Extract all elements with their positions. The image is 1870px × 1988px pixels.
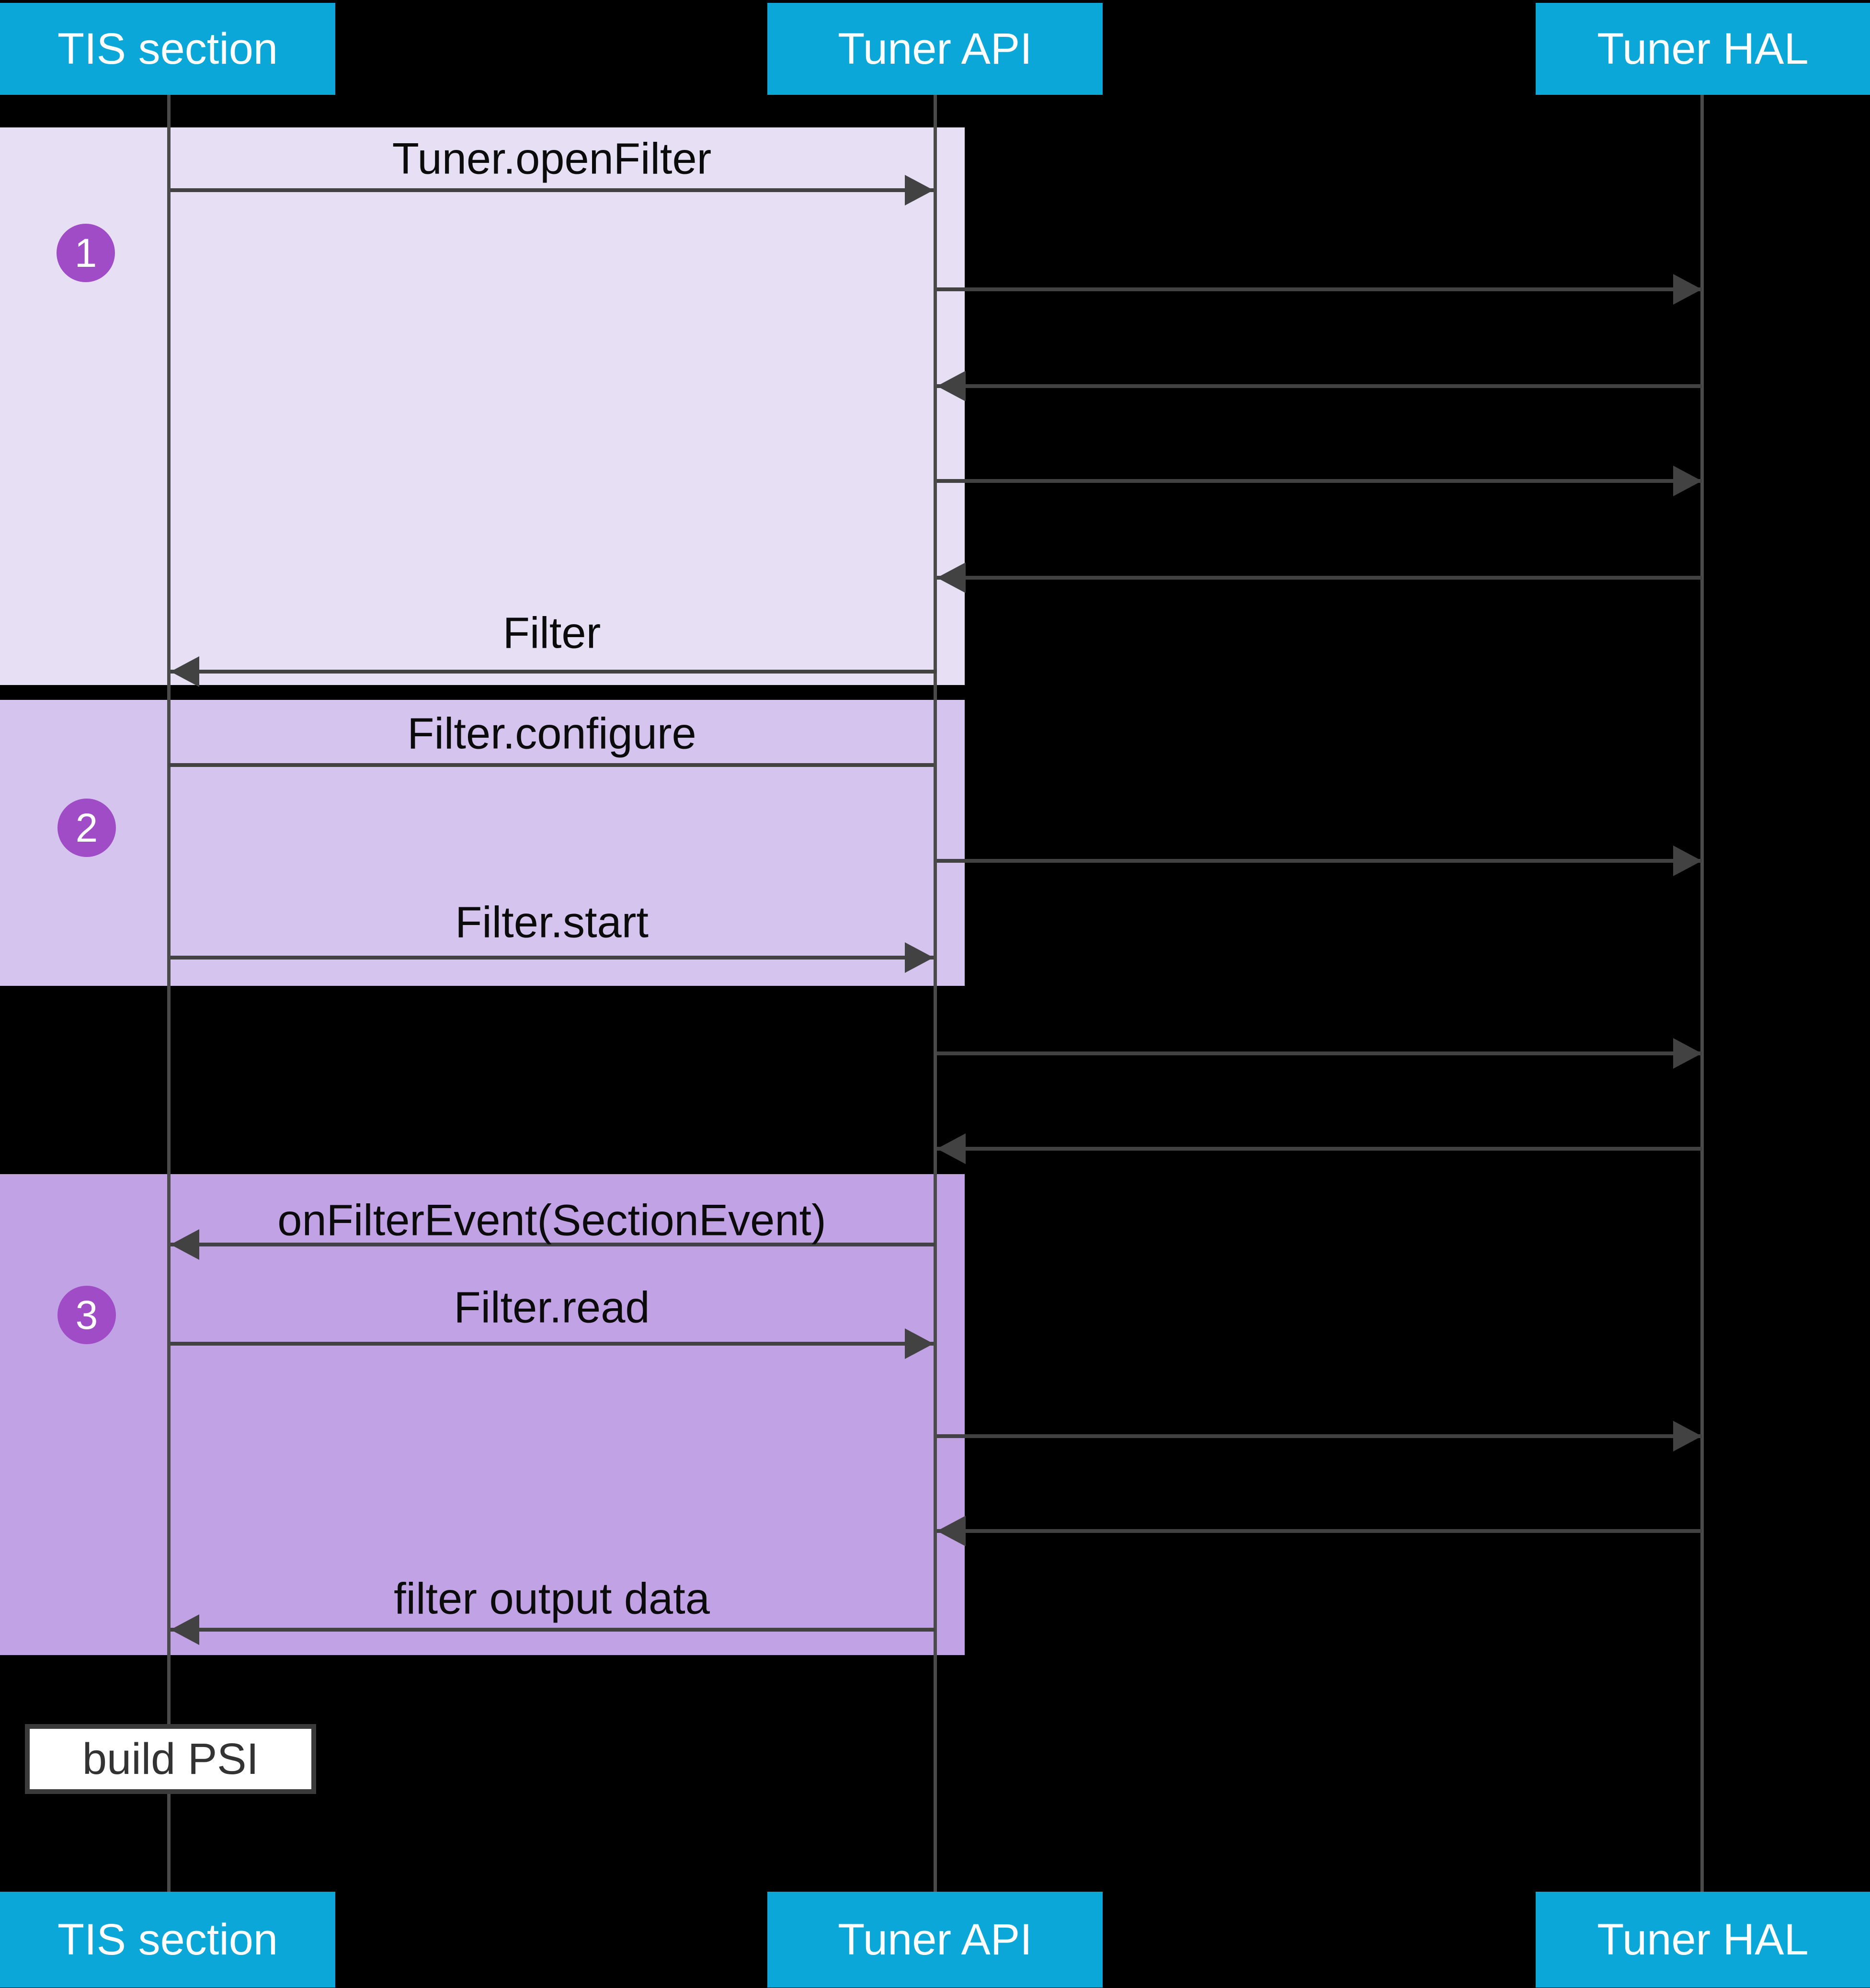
message-arrow-api-to-hal-3 <box>937 845 1702 876</box>
message-arrow-api-to-hal-2 <box>937 466 1702 496</box>
arrowhead-left-icon <box>937 1516 966 1546</box>
step-number: 2 <box>75 805 98 850</box>
arrowhead-left-icon <box>937 371 966 401</box>
participant-header-tuner-api-top: Tuner API <box>767 3 1103 95</box>
message-arrow-onfilterevent <box>171 1229 935 1260</box>
message-label-onfilterevent: onFilterEvent(SectionEvent) <box>277 1196 826 1245</box>
arrowhead-left-icon <box>937 1133 966 1164</box>
message-arrow-hal-to-api-3 <box>937 1133 1702 1164</box>
message-arrow-hal-to-api-2 <box>937 562 1702 593</box>
participant-label: Tuner API <box>838 24 1032 73</box>
arrowhead-right-icon <box>1673 1038 1702 1069</box>
arrowhead-left-icon <box>171 1614 199 1645</box>
arrowhead-left-icon <box>171 656 199 687</box>
arrowhead-right-icon <box>905 1328 934 1359</box>
participant-header-tis-bottom: TIS section <box>0 1892 335 1988</box>
message-label-filter-read: Filter.read <box>454 1283 650 1332</box>
arrowhead-right-icon <box>1673 845 1702 876</box>
participant-label: Tuner HAL <box>1597 24 1809 73</box>
message-arrow-api-to-hal-5 <box>937 1421 1702 1451</box>
arrowhead-left-icon <box>171 1229 199 1260</box>
message-arrow-hal-to-api-4 <box>937 1516 1702 1546</box>
step-3-badge: 3 <box>57 1286 116 1344</box>
arrowhead-right-icon <box>1673 466 1702 496</box>
step-1-activation-block <box>0 127 965 685</box>
message-label-filter-configure: Filter.configure <box>407 709 696 758</box>
lifeline-tuner-hal <box>1700 95 1704 1892</box>
message-label-filter-output-data: filter output data <box>394 1574 710 1623</box>
message-label-filter-return: Filter <box>502 608 601 658</box>
participant-header-tuner-api-bottom: Tuner API <box>767 1892 1103 1988</box>
note-build-psi: build PSI <box>25 1724 316 1794</box>
arrowhead-right-icon <box>1673 1421 1702 1451</box>
step-number: 3 <box>75 1292 98 1337</box>
step-3-activation-block <box>0 1174 965 1655</box>
participant-label: TIS section <box>57 24 278 73</box>
lifeline-tis-section <box>167 95 171 1892</box>
message-arrow-filter-output-data <box>171 1614 935 1645</box>
message-arrow-filter-configure <box>169 763 934 767</box>
participant-label: TIS section <box>57 1915 278 1964</box>
step-2-activation-block <box>0 700 965 986</box>
lifeline-tuner-api <box>934 95 937 1892</box>
arrowhead-right-icon <box>905 175 934 206</box>
participant-header-tuner-hal-top: Tuner HAL <box>1536 3 1870 95</box>
step-2-badge: 2 <box>57 799 116 857</box>
arrowhead-right-icon <box>905 942 934 973</box>
arrowhead-left-icon <box>937 562 966 593</box>
message-arrow-tuner-openfilter <box>171 175 934 206</box>
participant-header-tis-top: TIS section <box>0 3 335 95</box>
message-arrow-api-to-hal-4 <box>937 1038 1702 1069</box>
note-label: build PSI <box>82 1734 259 1783</box>
arrowhead-right-icon <box>1673 274 1702 305</box>
participant-header-tuner-hal-bottom: Tuner HAL <box>1536 1892 1870 1988</box>
message-arrow-filter-read <box>171 1328 934 1359</box>
participant-label: Tuner HAL <box>1597 1915 1809 1964</box>
message-label-filter-start: Filter.start <box>455 898 649 947</box>
step-number: 1 <box>74 230 97 275</box>
message-label-tuner-openfilter: Tuner.openFilter <box>392 134 712 183</box>
message-arrow-filter-return <box>171 656 937 687</box>
message-arrow-hal-to-api-1 <box>937 371 1702 401</box>
participant-label: Tuner API <box>838 1915 1032 1964</box>
message-arrow-api-to-hal-1 <box>937 274 1702 305</box>
message-arrow-filter-start <box>171 942 934 973</box>
step-1-badge: 1 <box>57 224 115 282</box>
